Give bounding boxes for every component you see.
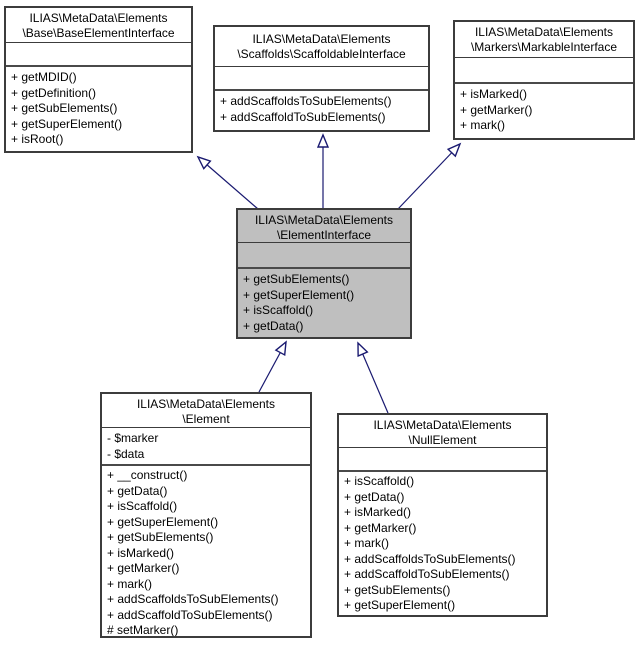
class-title: ILIAS\MetaData\Elements \ElementInterfac… — [238, 210, 410, 243]
class-attributes — [339, 448, 546, 472]
class-title: ILIAS\MetaData\Elements \NullElement — [339, 415, 546, 448]
member: + mark() — [344, 536, 389, 550]
member: + addScaffoldsToSubElements() — [220, 94, 392, 108]
class-box-element-interface[interactable]: ILIAS\MetaData\Elements \ElementInterfac… — [236, 208, 412, 339]
class-attributes — [6, 43, 191, 67]
class-title-line: \Markers\MarkableInterface — [470, 40, 618, 54]
class-title-line: \Base\BaseElementInterface — [22, 26, 175, 40]
class-attributes — [455, 58, 633, 84]
member: + getMarker() — [107, 561, 180, 575]
class-box-scaffoldable-interface[interactable]: ILIAS\MetaData\Elements \Scaffolds\Scaff… — [213, 25, 430, 132]
member: + getSuperElement() — [344, 598, 456, 612]
member: + addScaffoldsToSubElements() — [107, 592, 279, 606]
class-title-line: ILIAS\MetaData\Elements — [254, 213, 394, 227]
member: + getMDID() — [11, 70, 77, 84]
member: + getData() — [243, 318, 304, 333]
class-methods: + getMDID()+ getDefinition()+ getSubElem… — [6, 67, 191, 151]
member: + addScaffoldToSubElements() — [344, 567, 510, 581]
class-title-line: ILIAS\MetaData\Elements — [252, 32, 391, 46]
member: + isScaffold() — [107, 499, 178, 513]
member: + getData() — [107, 483, 168, 498]
class-methods: + isScaffold()+ getData()+ isMarked()+ g… — [339, 472, 546, 615]
class-attributes: - $marker- $data — [102, 428, 310, 466]
class-title-line: \ElementInterface — [276, 228, 372, 242]
class-title-line: ILIAS\MetaData\Elements — [373, 418, 512, 432]
member: + addScaffoldsToSubElements() — [344, 551, 516, 566]
member: - $marker — [107, 431, 159, 445]
member: + getSubElements() — [243, 272, 350, 286]
member: + mark() — [460, 118, 505, 132]
member: + getMarker() — [460, 102, 533, 117]
class-attributes — [215, 67, 428, 91]
class-title: ILIAS\MetaData\Elements \Element — [102, 394, 310, 428]
inheritance-arrow-elementinterface-to-baseelementinterface — [198, 157, 259, 210]
class-title-line: \NullElement — [408, 433, 477, 447]
class-title: ILIAS\MetaData\Elements \Markers\Markabl… — [455, 22, 633, 58]
class-box-base-element-interface[interactable]: ILIAS\MetaData\Elements \Base\BaseElemen… — [4, 6, 193, 153]
member: + isMarked() — [107, 545, 175, 560]
class-attributes — [238, 243, 410, 269]
class-title-line: ILIAS\MetaData\Elements — [474, 25, 614, 39]
member: + isScaffold() — [243, 303, 314, 317]
member: + getDefinition() — [11, 85, 97, 100]
member: + isMarked() — [460, 87, 528, 101]
inheritance-arrow-element-to-elementinterface — [258, 342, 286, 393]
class-box-markable-interface[interactable]: ILIAS\MetaData\Elements \Markers\Markabl… — [453, 20, 635, 140]
class-box-element[interactable]: ILIAS\MetaData\Elements \Element - $mark… — [100, 392, 312, 638]
class-methods: + __construct()+ getData()+ isScaffold()… — [102, 466, 310, 636]
inheritance-arrow-elementinterface-to-markableinterface — [397, 144, 460, 210]
member: + addScaffoldToSubElements() — [107, 607, 273, 622]
member: + isMarked() — [344, 505, 412, 519]
member: + addScaffoldToSubElements() — [220, 109, 386, 124]
class-title: ILIAS\MetaData\Elements \Scaffolds\Scaff… — [215, 27, 428, 67]
inheritance-arrow-nullelement-to-elementinterface — [358, 343, 389, 414]
member: - $data — [107, 446, 145, 461]
member: # setMarker() — [107, 623, 179, 636]
member: + getSuperElement() — [11, 116, 123, 131]
class-title-line: ILIAS\MetaData\Elements — [29, 11, 168, 25]
class-title: ILIAS\MetaData\Elements \Base\BaseElemen… — [6, 8, 191, 43]
member: + getSuperElement() — [243, 287, 355, 302]
class-methods: + addScaffoldsToSubElements()+ addScaffo… — [215, 91, 428, 130]
class-methods: + isMarked()+ getMarker()+ mark() — [455, 84, 633, 138]
member: + getSubElements() — [344, 582, 451, 597]
class-title-line: \Element — [182, 412, 230, 426]
member: + getSubElements() — [11, 101, 118, 115]
member: + getMarker() — [344, 520, 417, 535]
member: + isRoot() — [11, 132, 64, 146]
member: + getData() — [344, 489, 405, 504]
member: + __construct() — [107, 468, 188, 482]
class-methods: + getSubElements()+ getSuperElement()+ i… — [238, 269, 410, 337]
member: + isScaffold() — [344, 474, 415, 488]
member: + getSuperElement() — [107, 514, 219, 529]
class-title-line: \Scaffolds\ScaffoldableInterface — [237, 47, 406, 61]
member: + getSubElements() — [107, 530, 214, 544]
class-box-null-element[interactable]: ILIAS\MetaData\Elements \NullElement + i… — [337, 413, 548, 617]
class-title-line: ILIAS\MetaData\Elements — [136, 397, 276, 411]
member: + mark() — [107, 576, 152, 591]
